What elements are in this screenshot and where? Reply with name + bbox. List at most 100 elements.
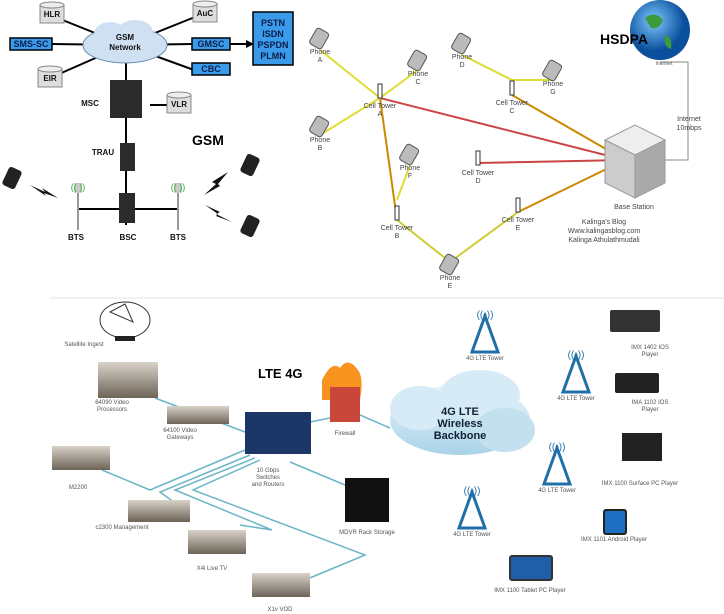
msc-label: MSC	[81, 99, 99, 108]
trau-server-icon	[120, 143, 135, 171]
cell-tower-icon	[515, 197, 521, 213]
phone-icon	[309, 27, 330, 50]
gsm-network-cloud: GSM Network	[82, 20, 168, 64]
ios-phone-device-icon	[610, 310, 660, 332]
bts-left-antenna-icon: (( ))	[71, 182, 86, 230]
signal-waves-icon: ((•))	[464, 486, 481, 497]
auc-label: AuC	[197, 9, 214, 18]
gsm-cloud-line1: GSM	[116, 33, 135, 42]
lte-tower-icon	[469, 311, 501, 354]
phone-icon	[407, 49, 428, 72]
firewall-label: Firewall	[335, 431, 356, 437]
switches-line3: and Routers	[252, 482, 285, 488]
ios-tablet-device-icon	[615, 373, 659, 393]
base-station-icon	[603, 124, 667, 199]
lte-title: LTE 4G	[258, 366, 303, 381]
device-3-label: IMX 1100 Surface PC Player	[602, 481, 678, 487]
livetv-server-icon	[188, 530, 246, 554]
lightning-icons	[30, 172, 232, 222]
phone-label: Phone	[408, 71, 428, 78]
internet-link-line1: Internet	[677, 116, 701, 123]
cell-tower-icon	[377, 83, 383, 99]
phone-letter: C	[415, 79, 420, 86]
sms-sc-label: SMS-SC	[13, 39, 49, 49]
hsdpa-phones: PhoneAPhoneBPhoneCPhoneDPhoneEPhoneFPhon…	[309, 27, 563, 290]
credit-line3: Kalinga Athulathmudali	[568, 237, 640, 244]
phone-letter: B	[318, 145, 323, 152]
device-1-line2: Player	[641, 352, 658, 358]
vlr-label: VLR	[171, 100, 187, 109]
vod-server-icon	[252, 573, 310, 597]
device-2-line2: Player	[641, 407, 658, 413]
hsdpa-title: HSDPA	[600, 31, 648, 47]
cell-tower-label: Cell Tower	[364, 103, 397, 110]
svg-text:(( )): (( ))	[171, 182, 186, 192]
phone-icon	[439, 253, 460, 276]
phone-label: Phone	[543, 81, 563, 88]
msc-server-icon	[110, 80, 142, 118]
gateways-line1: 64100 Video	[163, 428, 197, 434]
cell-tower-icon	[394, 205, 400, 221]
cbc-label: CBC	[201, 64, 221, 74]
lte-tower-label: 4G LTE Tower	[466, 356, 504, 362]
svg-text:(( )): (( ))	[71, 182, 86, 192]
plmn-label: PLMN	[260, 51, 286, 61]
credit-line2: Www.kalingasblog.com	[568, 228, 641, 235]
phone-letter: D	[459, 62, 464, 69]
device-5-label: IMX 1100 Tablet PC Player	[494, 588, 565, 594]
pstn-label: PSTN	[261, 18, 285, 28]
hsdpa-section: Internet Internet 10mbps Base Station HS…	[309, 0, 702, 290]
phone-letter: F	[408, 173, 412, 180]
gsm-title: GSM	[192, 132, 224, 148]
processors-line1: 64090 Video	[95, 400, 129, 406]
cell-tower-letter: D	[475, 178, 480, 185]
pstn-box: PSTN ISDN PSPDN PLMN	[252, 11, 294, 66]
cell-tower-letter: C	[509, 108, 514, 115]
phone-label: Phone	[310, 49, 330, 56]
device-1-line1: IMX 1402 IOS	[631, 345, 669, 351]
device-2-line1: IMA 1102 IOS	[632, 400, 669, 406]
credit-line1: Kalinga's Blog	[582, 219, 626, 226]
phone-icon	[309, 115, 330, 138]
internet-label: Internet	[656, 61, 674, 67]
storage-label: MDVR Rack Storage	[339, 530, 395, 536]
cell-tower-label: Cell Tower	[381, 225, 414, 232]
pspdn-label: PSPDN	[257, 40, 288, 50]
phone-letter: A	[318, 57, 323, 64]
lte-towers: ((•))4G LTE Tower((•))4G LTE Tower((•))4…	[453, 310, 595, 538]
vod-label: X1v VOD	[267, 607, 293, 613]
isdn-label: ISDN	[262, 29, 284, 39]
cell-tower-letter: B	[395, 233, 400, 240]
phone-icon	[240, 153, 260, 177]
eir-label: EIR	[43, 74, 57, 83]
vlr-database-icon: VLR	[166, 91, 192, 114]
signal-waves-icon: ((•))	[568, 350, 585, 361]
trau-label: TRAU	[92, 148, 114, 157]
cell-tower-label: Cell Tower	[502, 217, 535, 224]
m2200-server-icon	[52, 446, 110, 470]
hlr-label: HLR	[44, 10, 61, 19]
lte-cloud-line3: Backbone	[434, 430, 487, 442]
m2200-label: M2200	[69, 485, 88, 491]
lte-tower-label: 4G LTE Tower	[538, 488, 576, 494]
lte-cloud-line2: Wireless	[437, 418, 482, 430]
bsc-server-icon	[119, 193, 135, 223]
management-label: c2300 Management	[95, 525, 148, 531]
cbc-box: CBC	[191, 62, 231, 76]
lte-tower-icon	[456, 487, 488, 530]
gateways-line2: Gateways	[167, 435, 194, 441]
switches-routers-icon	[245, 412, 311, 454]
video-processors-icon	[98, 362, 158, 398]
phone-label: Phone	[440, 275, 460, 282]
signal-waves-icon: ((•))	[477, 310, 494, 321]
satellite-label: Satellite Ingest	[64, 342, 104, 348]
cell-tower-letter: A	[378, 111, 383, 118]
phone-icon	[240, 214, 260, 238]
bts-left-label: BTS	[68, 233, 85, 242]
phone-letter: E	[448, 283, 453, 290]
rack-storage-icon	[345, 478, 389, 522]
phone-icon	[2, 166, 22, 190]
phone-icon	[542, 59, 563, 82]
